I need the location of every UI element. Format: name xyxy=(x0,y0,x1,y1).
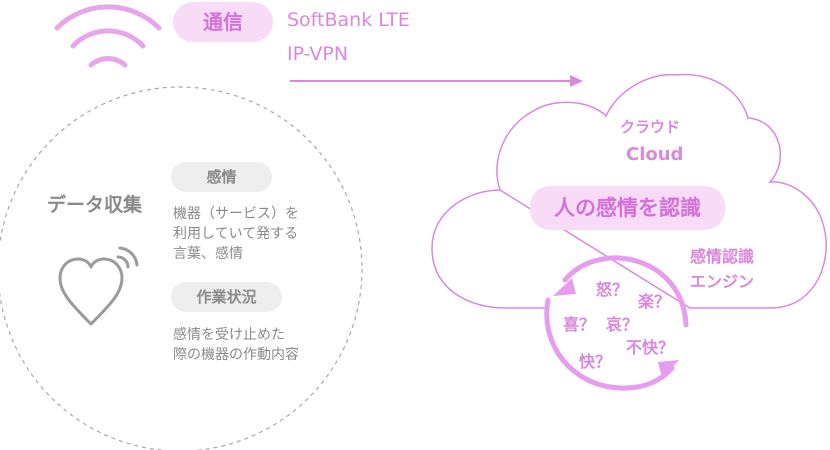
emotion-engine-line: 感情認識 xyxy=(690,247,755,266)
emotion-joy: 喜？ xyxy=(563,315,596,334)
emotion-engine-label: 感情認識 エンジン xyxy=(690,244,754,294)
emotion-recognition-label: 人の感情を認識 xyxy=(530,186,725,230)
emotion-description-line: 機器（サービス）を xyxy=(173,206,299,222)
emotion-anger: 怒？ xyxy=(596,280,629,299)
work-status-description: 感情を受け止めた 際の機器の作動内容 xyxy=(173,325,299,365)
cloud-label-en: Cloud xyxy=(626,144,684,165)
emotion-discomfort: 不快？ xyxy=(626,338,675,357)
emotion-pleasure: 楽？ xyxy=(638,292,671,311)
work-status-tag: 作業状況 xyxy=(171,282,282,312)
cycle-arrowhead-top xyxy=(553,278,576,296)
emotion-description: 機器（サービス）を 利用していて発する 言葉、感情 xyxy=(173,204,299,264)
data-collection-title: データ収集 xyxy=(47,194,143,216)
cycle-arrowhead-bottom xyxy=(658,360,679,378)
work-status-description-line: 感情を受け止めた xyxy=(173,327,285,343)
cycle-arrows xyxy=(544,255,689,391)
communication-label: 通信 xyxy=(173,2,273,42)
emotion-tag: 感情 xyxy=(171,162,272,192)
network-name-line2: IP-VPN xyxy=(287,43,349,65)
cloud-label-jp: クラウド xyxy=(620,118,681,136)
work-status-description-line: 際の機器の作動内容 xyxy=(173,347,299,363)
flow-arrow xyxy=(290,75,583,87)
collection-circle xyxy=(0,86,363,450)
emotion-engine-line: エンジン xyxy=(690,272,755,291)
heart-icon xyxy=(58,257,124,326)
wifi-icon xyxy=(54,4,162,68)
emotion-description-line: 言葉、感情 xyxy=(173,246,243,262)
network-name-line1: SoftBank LTE xyxy=(287,9,410,31)
signal-waves-icon xyxy=(116,246,139,269)
emotion-description-line: 利用していて発する xyxy=(173,226,299,242)
emotion-comfort: 快？ xyxy=(579,352,612,371)
emotion-sorrow: 哀？ xyxy=(606,315,639,334)
